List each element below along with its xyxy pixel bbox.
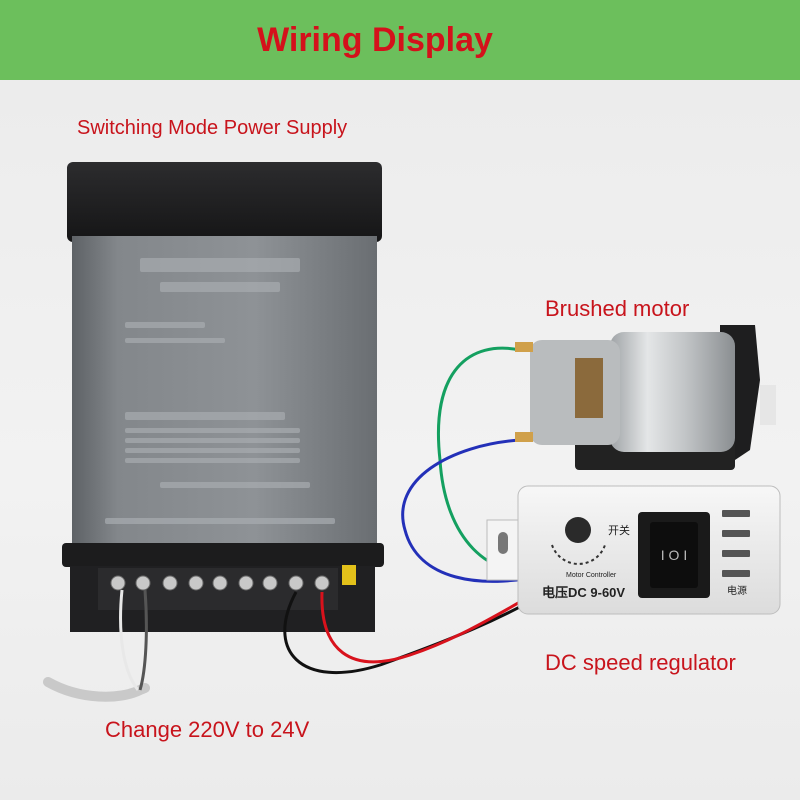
regulator-model-text: 电压DC 9-60V <box>542 585 626 600</box>
dc-speed-regulator: I O I <box>486 485 781 615</box>
regulator-terminal-labels <box>722 510 750 577</box>
speed-scale <box>551 544 606 565</box>
psu-bottom-cap <box>62 543 384 567</box>
power-switch-rocker <box>650 522 698 588</box>
speed-knob-icon <box>565 517 591 543</box>
mains-wire-gray <box>138 589 148 691</box>
motor-brush-window <box>575 358 603 418</box>
motor-terminal-top <box>515 342 533 352</box>
power-supply-label: Switching Mode Power Supply <box>77 117 348 139</box>
motor-shaft <box>760 385 776 425</box>
motor-terminal-bottom <box>515 432 533 442</box>
psu-printed-text <box>105 258 335 524</box>
psu-top-cap <box>67 162 382 242</box>
regulator-switch-label: 开关 <box>608 525 630 537</box>
conversion-label: Change 220V to 24V <box>105 717 310 742</box>
wire-blue <box>401 438 546 583</box>
mains-cable <box>43 677 150 702</box>
page-title: Wiring Display <box>257 20 493 59</box>
regulator-subtitle: Motor Controller <box>566 572 617 579</box>
header-banner: Wiring Display <box>0 0 800 80</box>
svg-text:I O I: I O I <box>661 547 687 563</box>
adjust-potentiometer <box>342 565 356 585</box>
regulator-power-label: 电源 <box>727 586 747 597</box>
terminal-screws <box>110 575 330 591</box>
motor-can <box>610 332 735 452</box>
power-supply <box>62 162 384 632</box>
mains-wire-white <box>119 589 140 691</box>
brushed-motor <box>515 325 776 470</box>
wire-black <box>283 583 561 675</box>
motor-label: Brushed motor <box>545 296 690 321</box>
regulator-label: DC speed regulator <box>545 650 736 675</box>
mount-slot <box>498 532 508 554</box>
